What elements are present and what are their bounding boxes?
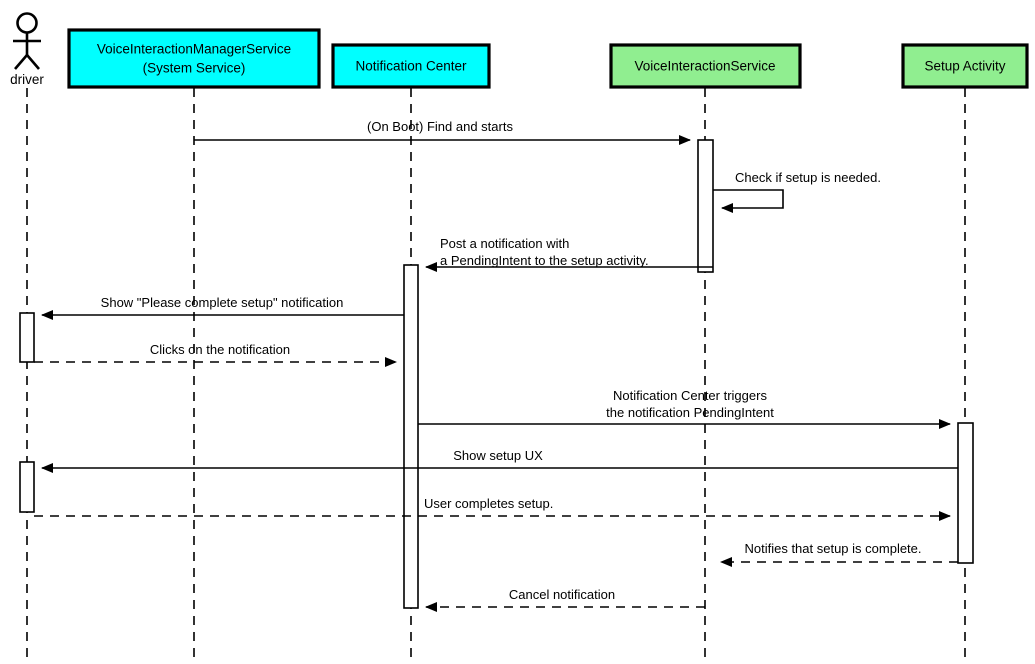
participant-label-notification-center: Notification Center xyxy=(355,59,467,74)
message-show-please-complete-setup-notification[interactable]: Show "Please complete setup" notificatio… xyxy=(41,295,404,320)
activation-bar-voiceinteractionservice xyxy=(697,139,714,273)
participant-label-voiceinteractionmanagerservice-line1: VoiceInteractionManagerService xyxy=(97,42,291,57)
message-user-completes-setup[interactable]: User completes setup. xyxy=(34,496,951,521)
message-label-line1: Notification Center triggers xyxy=(613,388,767,403)
participant-voiceinteractionmanagerservice[interactable]: VoiceInteractionManagerService (System S… xyxy=(67,28,321,89)
message-label: Check if setup is needed. xyxy=(735,170,881,185)
participant-box-voiceinteractionservice xyxy=(609,43,802,89)
message-label: Show setup UX xyxy=(453,448,543,463)
message-post-a-notification[interactable]: Post a notification with a PendingIntent… xyxy=(425,236,713,272)
message-label-line2: a PendingIntent to the setup activity. xyxy=(440,253,649,268)
participant-notification-center[interactable]: Notification Center xyxy=(331,43,491,89)
participant-label-driver: driver xyxy=(10,72,44,87)
message-notification-center-triggers-pendingintent[interactable]: Notification Center triggers the notific… xyxy=(418,388,951,429)
message-label-line1: Post a notification with xyxy=(440,236,569,251)
message-self-call-path xyxy=(713,189,784,213)
activation-bar-driver-1 xyxy=(19,312,35,363)
participant-box-voiceinteractionmanagerservice xyxy=(67,28,321,89)
participant-box-setup-activity xyxy=(901,43,1029,89)
participant-label-setup-activity: Setup Activity xyxy=(924,59,1005,74)
activation-bars xyxy=(19,139,974,609)
activation-bar-driver-2 xyxy=(19,461,35,513)
participant-box-notification-center xyxy=(331,43,491,89)
message-label: Clicks on the notification xyxy=(150,342,290,357)
activation-bar-setup-activity xyxy=(957,422,974,564)
message-notifies-that-setup-is-complete[interactable]: Notifies that setup is complete. xyxy=(720,541,958,567)
actor-leg-right-icon xyxy=(26,54,40,70)
message-clicks-on-the-notification[interactable]: Clicks on the notification xyxy=(34,342,397,367)
message-label: Cancel notification xyxy=(509,587,615,602)
message-label: User completes setup. xyxy=(424,496,553,511)
actor-leg-left-icon xyxy=(14,54,28,70)
message-show-setup-ux[interactable]: Show setup UX xyxy=(41,448,958,473)
message-on-boot-find-and-starts[interactable]: (On Boot) Find and starts xyxy=(194,119,691,145)
message-cancel-notification[interactable]: Cancel notification xyxy=(425,587,705,612)
message-label: (On Boot) Find and starts xyxy=(367,119,513,134)
message-label: Notifies that setup is complete. xyxy=(744,541,921,556)
message-label: Show "Please complete setup" notificatio… xyxy=(101,295,344,310)
actor-head-icon xyxy=(16,12,38,34)
participant-voiceinteractionservice[interactable]: VoiceInteractionService xyxy=(609,43,802,89)
activation-bar-notification-center xyxy=(403,264,419,609)
participant-driver[interactable]: driver xyxy=(10,12,44,88)
participant-setup-activity[interactable]: Setup Activity xyxy=(901,43,1029,89)
participant-label-voiceinteractionmanagerservice-line2: (System Service) xyxy=(143,61,246,76)
message-label-line2: the notification PendingIntent xyxy=(606,405,774,420)
message-check-if-setup-is-needed[interactable]: Check if setup is needed. xyxy=(713,170,881,213)
participant-label-voiceinteractionservice: VoiceInteractionService xyxy=(634,59,775,74)
